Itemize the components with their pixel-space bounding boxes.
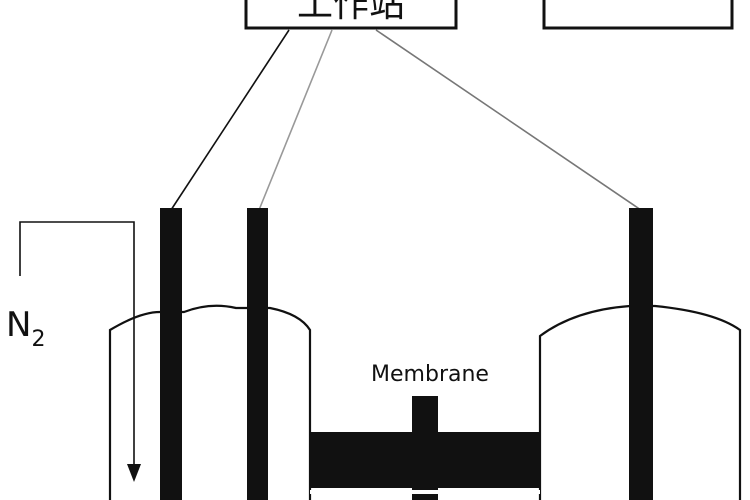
membrane-label: Membrane: [371, 362, 489, 387]
n2-inlet-tube: [19, 221, 135, 470]
wire-working-electrode: [170, 29, 290, 211]
right-instrument-box: [542, 0, 734, 30]
counter-electrode: [629, 208, 653, 500]
n2-label-main: N: [6, 305, 31, 345]
n2-label: N2: [6, 305, 45, 352]
n2-flow-arrow-icon: [127, 464, 141, 482]
left-cell-compartment: [108, 304, 312, 500]
working-electrode: [160, 208, 182, 500]
n2-label-subscript: 2: [31, 327, 45, 352]
workstation-box: [244, 0, 458, 30]
workstation-label: 工作站: [297, 0, 405, 25]
wire-counter-electrode: [375, 29, 642, 211]
reference-electrode: [247, 208, 268, 500]
wire-reference-electrode: [258, 29, 333, 211]
membrane-clamp: [412, 396, 438, 500]
